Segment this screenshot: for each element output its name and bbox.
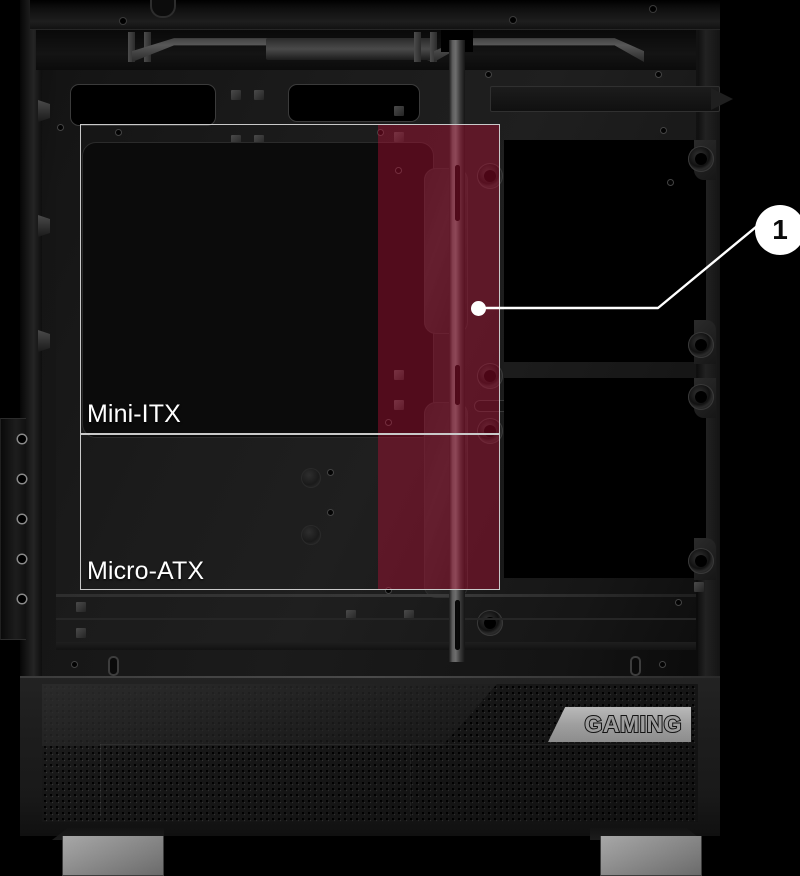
motherboard-standoff — [394, 132, 404, 142]
tray-screw-hole — [328, 470, 333, 475]
fan-post — [128, 32, 135, 62]
motherboard-standoff — [394, 370, 404, 380]
tray-screw-hole — [656, 72, 661, 77]
shroud-face-plate — [42, 684, 497, 746]
rail-tab — [38, 215, 50, 237]
motherboard-standoff — [231, 90, 241, 100]
motherboard-standoff — [346, 610, 356, 620]
top-fan-bracket — [36, 30, 696, 70]
cable-routing-cutout — [288, 84, 420, 122]
motherboard-standoff — [231, 135, 241, 145]
tray-bottom-edge — [56, 642, 696, 650]
tray-screw-hole — [378, 130, 383, 135]
floor-tab — [630, 656, 641, 676]
floor-screw-hole — [72, 662, 77, 667]
tray-screw-hole — [386, 420, 391, 425]
tray-screw-hole — [386, 588, 391, 593]
motherboard-standoff — [76, 602, 86, 612]
fan-post — [430, 32, 437, 62]
slot-arrow — [711, 88, 733, 110]
shroud-seam — [100, 744, 660, 745]
mesh-vent-panel — [42, 684, 698, 822]
fan-hub — [266, 38, 436, 60]
bracket-grommet — [688, 332, 714, 358]
tray-rail — [56, 594, 696, 597]
rail-slot — [455, 165, 460, 221]
bracket-standoff — [694, 582, 704, 592]
mini-itx-outline-box — [80, 124, 500, 434]
lid-screw — [510, 17, 516, 23]
case-foot-left — [62, 836, 164, 876]
motherboard-standoff — [394, 106, 404, 116]
bottom-shroud — [20, 676, 720, 836]
lid-screw — [650, 6, 656, 12]
motherboard-standoff — [301, 525, 321, 545]
left-mounting-bracket — [0, 418, 26, 640]
shroud-seam — [410, 744, 411, 816]
rail-tab — [38, 330, 50, 352]
motherboard-standoff — [394, 400, 404, 410]
rail-slot — [455, 600, 460, 650]
motherboard-standoff — [254, 135, 264, 145]
tray-rail — [56, 618, 696, 620]
tray-screw-hole — [396, 168, 401, 173]
cable-grommet — [477, 610, 503, 636]
tray-screw-hole — [116, 130, 121, 135]
rail-tab — [38, 100, 50, 122]
fan-post — [414, 32, 421, 62]
tray-screw-hole — [328, 510, 333, 515]
rear-window-opening — [504, 140, 706, 362]
bracket-grommet — [688, 146, 714, 172]
lid-notch — [150, 0, 176, 18]
callout-number: 1 — [772, 214, 788, 245]
gaming-logo-badge: GAMING — [548, 707, 691, 742]
case-foot-right — [600, 836, 702, 876]
lid-screw — [120, 18, 126, 24]
mini-itx-label: Mini-ITX — [87, 400, 181, 428]
motherboard-standoff — [254, 90, 264, 100]
bracket-screw-hole — [18, 555, 26, 563]
bracket-screw-hole — [18, 435, 26, 443]
bracket-grommet — [688, 384, 714, 410]
cable-grommet — [477, 163, 503, 189]
bracket-screw-hole — [18, 595, 26, 603]
tray-screw-hole — [58, 125, 63, 130]
centre-vertical-rail — [449, 40, 465, 662]
motherboard-standoff — [404, 610, 414, 620]
micro-atx-outline-box — [80, 434, 500, 590]
tray-screw-hole — [661, 128, 666, 133]
motherboard-tray — [56, 70, 733, 650]
bracket-screw-hole — [18, 515, 26, 523]
tray-screw-hole — [676, 600, 681, 605]
callout-anchor-dot — [471, 301, 486, 316]
motherboard-standoff — [76, 628, 86, 638]
gaming-logo-text: GAMING — [583, 710, 682, 738]
rail-slot — [455, 365, 460, 405]
tray-screw-hole — [668, 180, 673, 185]
cable-routing-cutout — [70, 84, 216, 126]
callout-badge-1[interactable]: 1 — [755, 205, 800, 255]
bracket-screw-hole — [18, 475, 26, 483]
floor-tab — [108, 656, 119, 676]
io-slot-strip — [490, 86, 720, 112]
cable-grommet — [477, 363, 503, 389]
tray-inner-panel — [82, 142, 434, 438]
top-lid-panel — [30, 0, 720, 30]
shroud-seam — [100, 744, 101, 816]
rear-window-opening — [504, 378, 706, 578]
micro-atx-label: Micro-ATX — [87, 557, 205, 585]
bracket-grommet — [688, 548, 714, 574]
shroud-top-edge — [20, 676, 720, 678]
tray-screw-hole — [486, 72, 491, 77]
motherboard-standoff — [301, 468, 321, 488]
floor-screw-hole — [660, 662, 665, 667]
